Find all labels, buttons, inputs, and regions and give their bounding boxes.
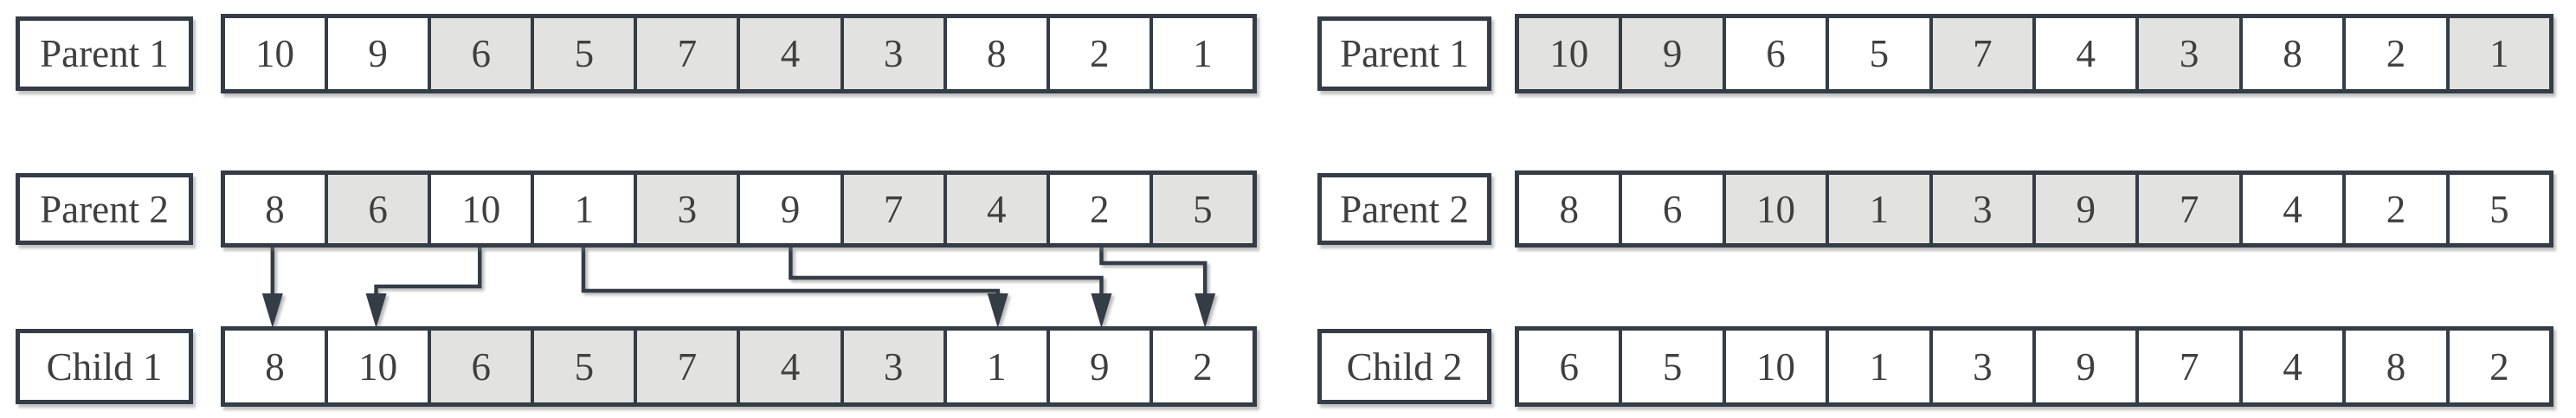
left-parent-1-cell-7: 3: [840, 18, 943, 89]
left-label-child-1: Child 1: [16, 329, 193, 404]
left-parent-2-cell-6: 9: [737, 175, 840, 243]
left-label-parent-2: Parent 2: [16, 173, 193, 245]
right-parent-1-cell-2: 9: [1619, 18, 1723, 89]
right-child-2-cell-8: 4: [2238, 331, 2343, 402]
left-parent-2-cell-10: 5: [1149, 175, 1253, 243]
left-parent-2-cell-2: 6: [325, 175, 428, 243]
left-parent-2-cell-1: 8: [225, 175, 325, 243]
right-parent-1-cell-6: 4: [2032, 18, 2136, 89]
right-parent-1-cell-4: 5: [1826, 18, 1929, 89]
right-child-2-cell-4: 1: [1826, 331, 1929, 402]
left-arrowhead-1: [261, 293, 283, 328]
right-parent-2-cell-7: 7: [2135, 175, 2239, 243]
left-parent-1-cell-4: 5: [531, 18, 634, 89]
left-parent-1-cell-2: 9: [325, 18, 428, 89]
left-parent-2-cell-5: 3: [634, 175, 737, 243]
left-arrowhead-5: [1195, 293, 1216, 328]
left-child-1-cell-8: 1: [943, 331, 1046, 402]
right-label-parent-1: Parent 1: [1317, 16, 1491, 91]
left-arrowhead-4: [1091, 293, 1112, 328]
left-parent-1-cell-10: 1: [1149, 18, 1253, 89]
left-parent-2-cell-4: 1: [531, 175, 634, 243]
right-parent-1-cell-7: 3: [2135, 18, 2239, 89]
right-parent-1-cell-1: 10: [1519, 18, 1620, 89]
right-child-2-cell-9: 8: [2342, 331, 2446, 402]
left-child-1-cell-5: 7: [634, 331, 737, 402]
right-label-parent-2: Parent 2: [1317, 173, 1491, 245]
left-parent-1-cell-3: 6: [428, 18, 531, 89]
right-label-child-2: Child 2: [1317, 329, 1491, 404]
left-arrow-line-5: [1099, 248, 1208, 296]
right-child-2-cell-3: 10: [1722, 331, 1826, 402]
right-parent-2-cell-5: 3: [1929, 175, 2033, 243]
right-child-2-cell-1: 6: [1519, 331, 1620, 402]
right-parent-2-cell-8: 4: [2238, 175, 2343, 243]
right-parent-2-cell-10: 5: [2445, 175, 2550, 243]
left-child-1-cell-7: 3: [840, 331, 943, 402]
left-parent-1-cell-1: 10: [225, 18, 325, 89]
left-parent-2-cell-7: 7: [840, 175, 943, 243]
right-parent-2-cell-6: 9: [2032, 175, 2136, 243]
right-parent-1-cell-5: 7: [1929, 18, 2033, 89]
left-child-1-cell-1: 8: [225, 331, 325, 402]
right-parent-2-cell-9: 2: [2342, 175, 2446, 243]
left-child-1-cell-9: 9: [1046, 331, 1150, 402]
right-child-2-cell-6: 9: [2032, 331, 2136, 402]
left-label-parent-1: Parent 1: [16, 16, 193, 91]
left-child-1-cell-6: 4: [737, 331, 840, 402]
right-parent-2-cell-4: 1: [1826, 175, 1929, 243]
right-parent-1-cell-10: 1: [2445, 18, 2550, 89]
right-parent-2-cell-1: 8: [1519, 175, 1620, 243]
right-parent-2-cell-3: 10: [1722, 175, 1826, 243]
left-arrowhead-2: [365, 293, 387, 328]
left-parent-2-cell-3: 10: [428, 175, 531, 243]
left-arrow-line-3: [581, 248, 1000, 296]
right-child-2-cell-2: 5: [1619, 331, 1723, 402]
left-arrow-line-4: [789, 248, 1104, 296]
right-parent-1-cell-3: 6: [1722, 18, 1826, 89]
right-parent-2-cell-2: 6: [1619, 175, 1723, 243]
left-parent-1-cell-5: 7: [634, 18, 737, 89]
left-child-1-cell-3: 6: [428, 331, 531, 402]
left-child-1-cell-2: 10: [325, 331, 428, 402]
left-arrowhead-3: [987, 293, 1008, 328]
left-parent-2-cell-8: 4: [943, 175, 1046, 243]
right-child-2-cell-5: 3: [1929, 331, 2033, 402]
left-parent-1-cell-8: 8: [943, 18, 1046, 89]
left-parent-1-cell-9: 2: [1046, 18, 1150, 89]
right-child-2-cell-10: 2: [2445, 331, 2550, 402]
left-child-1-cell-4: 5: [531, 331, 634, 402]
right-parent-1-cell-8: 8: [2238, 18, 2343, 89]
left-parent-2-cell-9: 2: [1046, 175, 1150, 243]
right-child-2-cell-7: 7: [2135, 331, 2239, 402]
left-child-1-cell-10: 2: [1149, 331, 1253, 402]
right-parent-1-cell-9: 2: [2342, 18, 2446, 89]
left-parent-1-cell-6: 4: [737, 18, 840, 89]
left-arrow-line-2: [374, 248, 482, 296]
